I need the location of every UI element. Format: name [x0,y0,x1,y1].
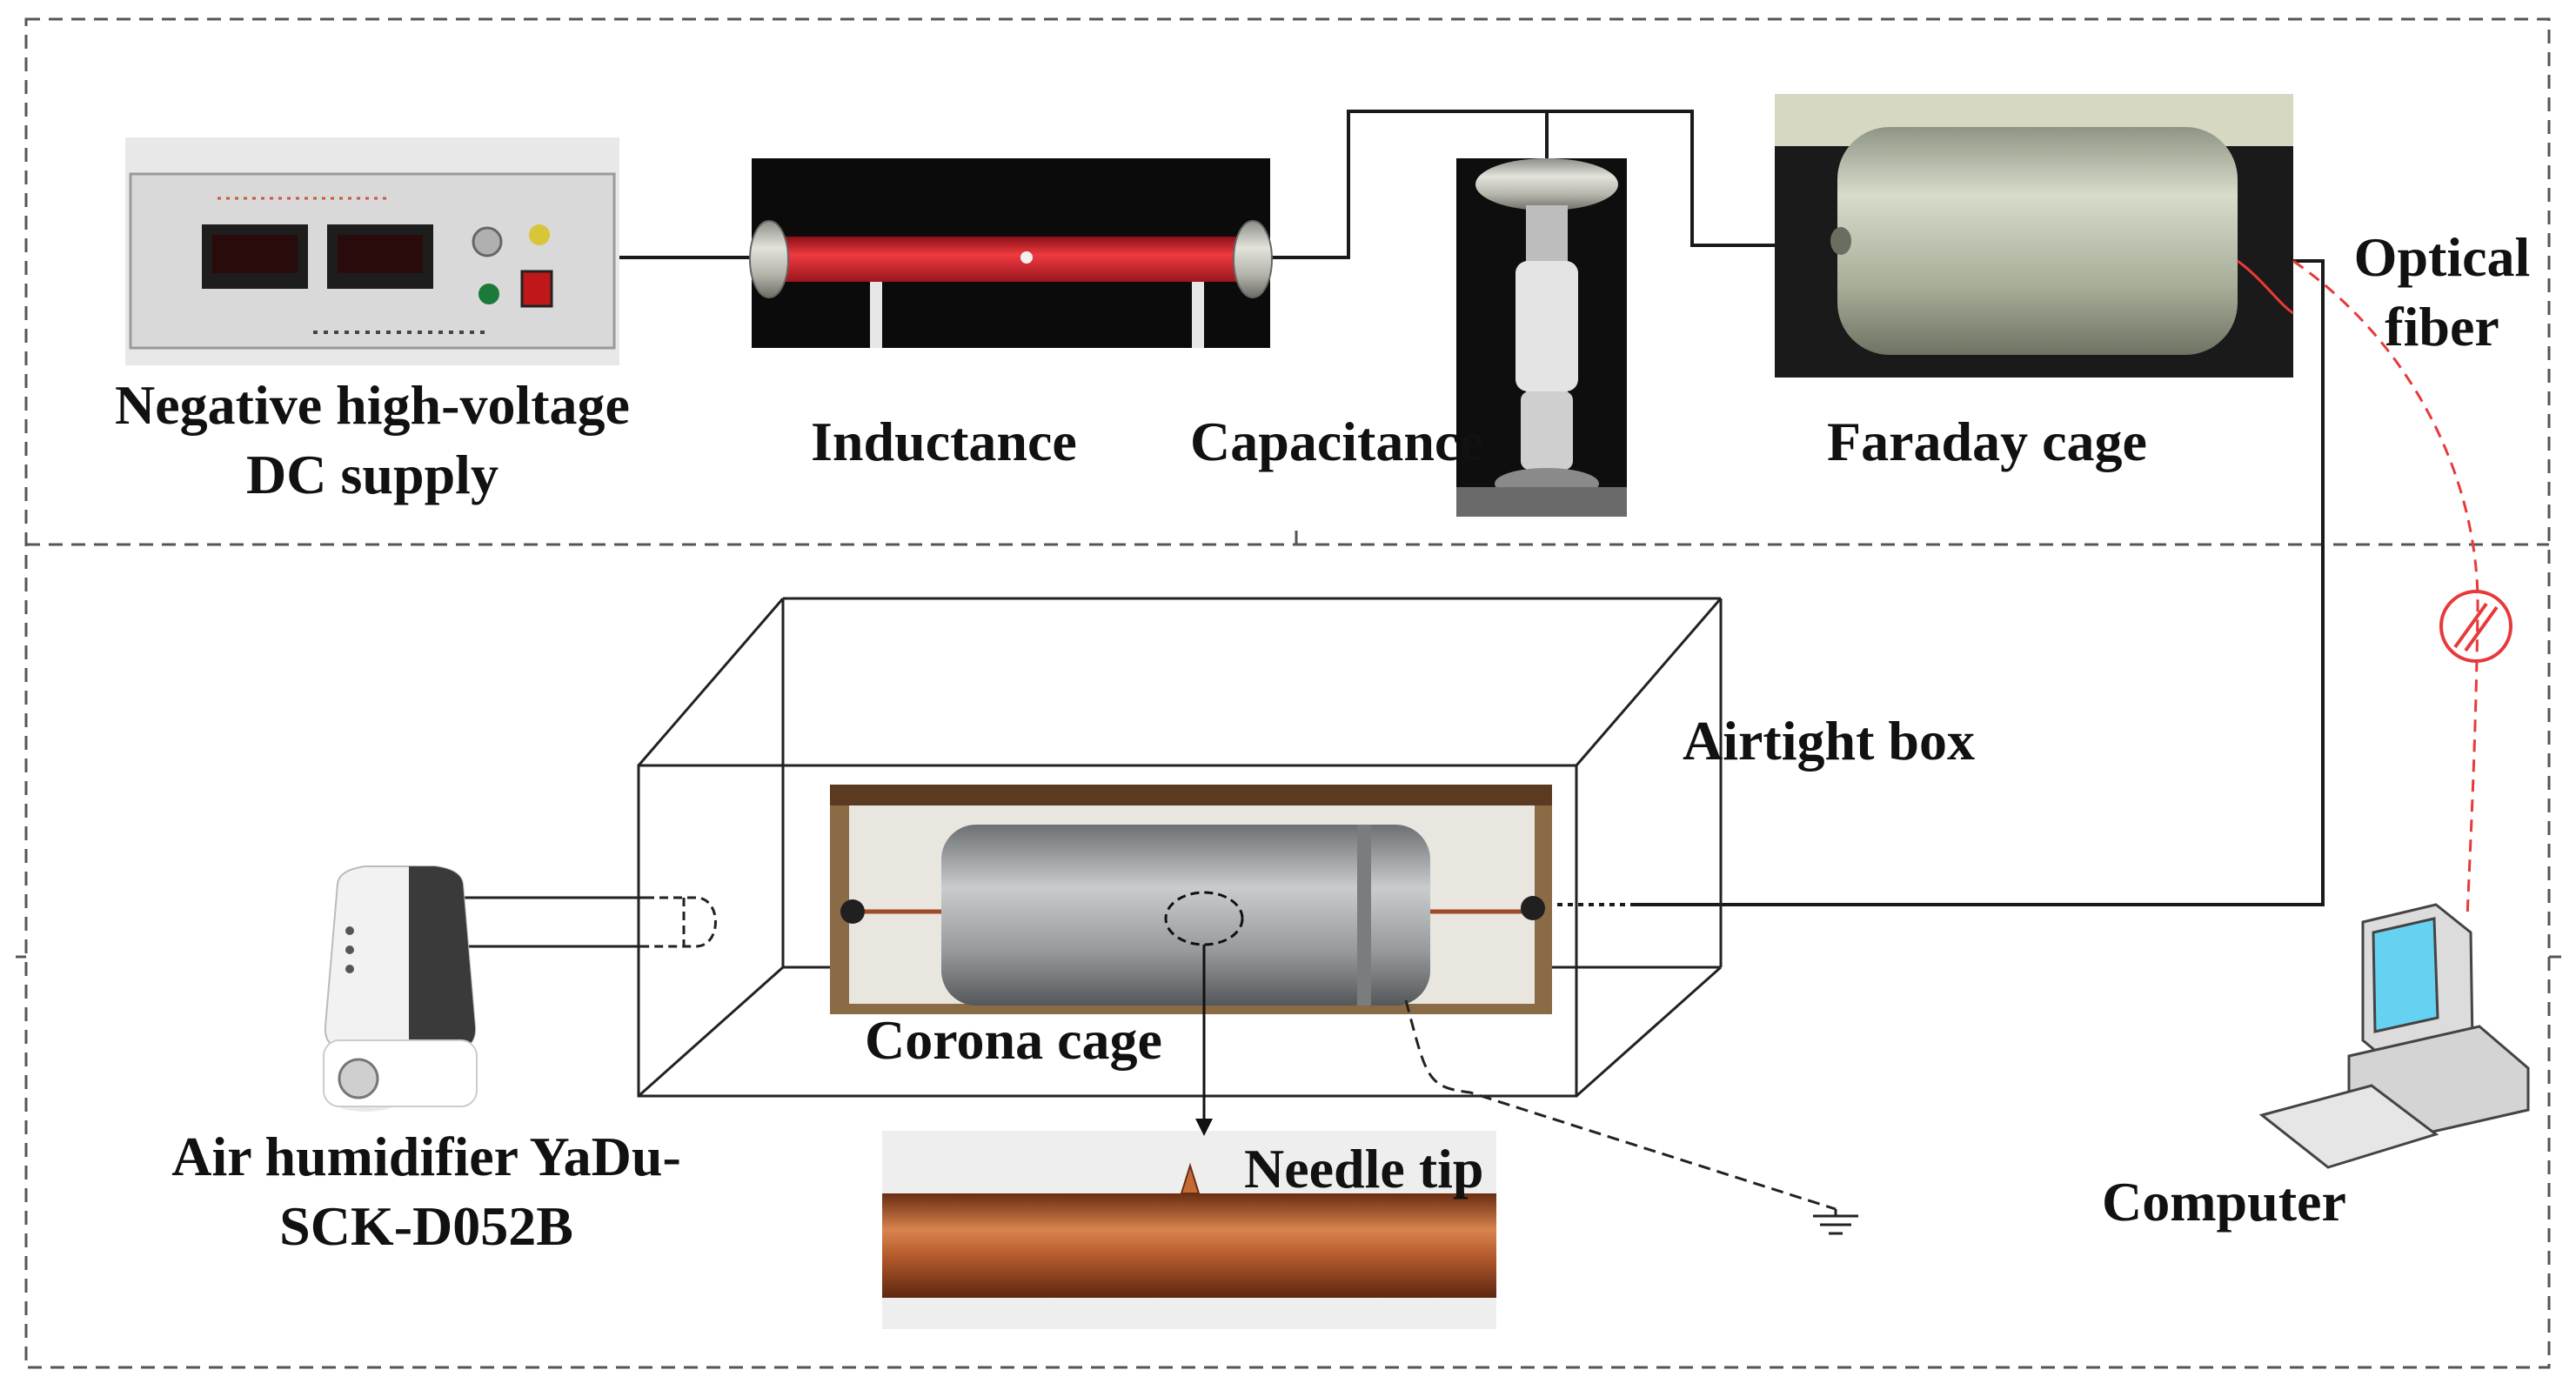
airtight-box-label: Airtight box [1683,710,1975,772]
inductance-image [749,158,1273,348]
optical-fiber-label-line2: fiber [2385,296,2499,358]
outer-dashed-border [16,17,2561,1369]
dc-supply-label: Negative high-voltage DC supply [61,371,684,510]
ground-symbol [1404,999,1858,1235]
circuit-wires [619,110,2325,906]
capacitance-image [1456,158,1627,517]
dc-supply-image [125,137,619,365]
humidifier-hose [461,896,717,948]
corona-cage-image [830,785,1552,1014]
needle-tip-image [882,945,1496,1329]
computer-icon [2258,903,2530,1169]
optical-fiber-line [2292,259,2512,919]
inductance-label: Inductance [811,411,1077,472]
faraday-cage-label: Faraday cage [1827,411,2147,472]
air-humidifier-image [323,865,478,1112]
needle-tip-label: Needle tip [1244,1138,1484,1200]
computer-label: Computer [2102,1171,2346,1233]
dc-supply-label-line1: Negative high-voltage [115,374,630,436]
faraday-cage-image [1775,94,2294,378]
optical-fiber-label-line1: Optical [2353,226,2531,288]
corona-cage-label: Corona cage [865,1009,1162,1071]
capacitance-label: Capacitance [1190,411,1484,472]
humidifier-label-line1: Air humidifier YaDu- [171,1126,681,1187]
humidifier-label: Air humidifier YaDu- SCK-D052B [104,1122,748,1261]
humidifier-label-line2: SCK-D052B [279,1195,573,1257]
airtight-box [637,597,1723,1098]
optical-fiber-label: Optical fiber [2328,223,2556,362]
dc-supply-label-line2: DC supply [246,444,498,505]
